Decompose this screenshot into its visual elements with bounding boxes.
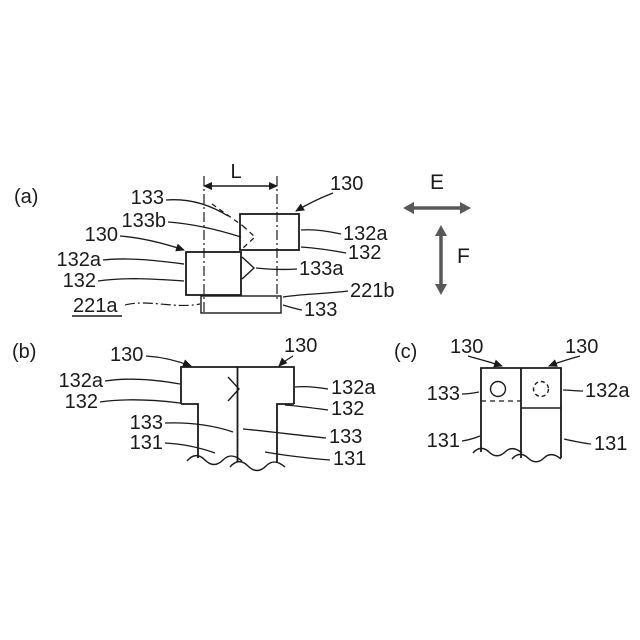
ref-label-b-132a-left: 132a xyxy=(59,370,104,392)
break-line-left xyxy=(186,454,243,466)
ref-label-133-top: 133 xyxy=(131,187,164,209)
ref-label-c-131-right: 131 xyxy=(594,433,627,455)
leader-133a xyxy=(255,267,298,271)
leader-221b xyxy=(282,290,349,298)
ref-label-132-right: 132 xyxy=(348,242,381,264)
panel-b-tag: (b) xyxy=(12,341,36,363)
ref-label-c-130-right: 130 xyxy=(565,336,598,358)
ref-label-130-right: 130 xyxy=(330,173,363,195)
ref-label-221a: 221a xyxy=(73,295,118,317)
lower-plate-rect xyxy=(185,251,242,296)
leader-c-131-right xyxy=(563,438,592,445)
ref-label-c-130-left: 130 xyxy=(450,336,483,358)
direction-arrow-e xyxy=(403,202,471,214)
ref-label-132-left: 132 xyxy=(63,270,96,292)
front-view-hole-hidden xyxy=(532,380,550,398)
leader-c-132a xyxy=(562,389,584,392)
direction-arrow-e-head-left xyxy=(403,202,414,214)
break-line-right xyxy=(229,460,286,472)
ref-label-130-left: 130 xyxy=(85,224,118,246)
leader-b-132a-right xyxy=(294,385,329,390)
dimension-arrowhead-right xyxy=(269,182,278,190)
leader-b-132-right xyxy=(284,404,329,411)
panel-a-tag: (a) xyxy=(14,186,38,208)
ref-label-b-132-right: 132 xyxy=(331,398,364,420)
leader-b-131-left xyxy=(164,442,216,454)
leader-133-bottom xyxy=(282,304,303,311)
direction-label-e: E xyxy=(430,171,444,194)
leader-b-133-left xyxy=(164,422,234,433)
ref-label-b-130-right: 130 xyxy=(284,335,317,357)
panel-c-tag: (c) xyxy=(394,341,417,363)
section-left-step xyxy=(181,403,199,458)
ref-label-133a: 133a xyxy=(299,258,344,280)
break-line-c-left xyxy=(472,447,523,457)
front-view-hole-solid xyxy=(489,380,507,398)
engagement-chevron-solid xyxy=(241,256,256,280)
leader-221a xyxy=(124,302,201,307)
ref-label-132a-right: 132a xyxy=(343,223,388,245)
direction-arrow-f-head-bottom xyxy=(435,284,447,295)
leader-133b xyxy=(167,221,242,238)
ref-label-b-133-right: 133 xyxy=(329,426,362,448)
ref-label-c-131-left: 131 xyxy=(427,430,460,452)
ref-label-221b: 221b xyxy=(350,280,395,302)
direction-arrow-f xyxy=(435,225,447,295)
direction-arrow-f-head-top xyxy=(435,225,447,236)
break-line-c-right xyxy=(511,453,562,463)
ref-label-b-133-left: 133 xyxy=(130,412,163,434)
leader-130-left xyxy=(119,235,185,252)
ref-label-b-131-right: 131 xyxy=(333,448,366,470)
leader-b-131-right xyxy=(264,451,331,461)
leader-c-131-left xyxy=(461,435,481,442)
ref-label-132a-left: 132a xyxy=(57,249,102,271)
leader-b-132-left xyxy=(99,399,181,404)
ref-label-133b: 133b xyxy=(122,210,167,232)
ref-label-b-130-left: 130 xyxy=(110,344,143,366)
panel-b: (b) 130 130 132a 132 133 131 132a 132 13… xyxy=(12,335,376,472)
leader-132-left xyxy=(97,278,185,282)
direction-arrow-e-head-right xyxy=(460,202,471,214)
panel-c: (c) 130 130 133 132a 131 131 xyxy=(394,336,630,463)
leader-b-130-left xyxy=(145,355,192,367)
leader-130-right xyxy=(295,192,334,212)
dimension-label-l: L xyxy=(230,161,241,183)
leader-132a-right xyxy=(300,229,342,235)
ref-label-b-132a-right: 132a xyxy=(331,377,376,399)
direction-label-f: F xyxy=(457,245,470,268)
ref-label-c-133: 133 xyxy=(427,383,460,405)
leader-132a-left xyxy=(102,258,185,265)
leader-c-133 xyxy=(461,391,480,395)
ref-label-c-132a: 132a xyxy=(585,380,630,402)
rear-plate-rect xyxy=(200,295,282,314)
section-engagement-chevron xyxy=(227,376,240,402)
leader-b-133-right xyxy=(242,428,327,439)
engagement-chevron-hidden xyxy=(242,225,256,249)
leader-133-top xyxy=(165,199,229,217)
leader-c-130-right xyxy=(548,355,581,367)
leader-c-130-left xyxy=(467,355,503,368)
leader-b-130-right xyxy=(278,355,294,367)
section-right-step xyxy=(276,403,294,463)
dimension-arrowhead-left xyxy=(203,182,212,190)
leader-b-132a-left xyxy=(104,378,181,385)
upper-plate-rect xyxy=(239,213,300,251)
ref-label-133-bottom: 133 xyxy=(304,299,337,321)
panel-a: (a) L 133 133b 130 132a 132 xyxy=(14,161,471,321)
ref-label-b-132-left: 132 xyxy=(65,391,98,413)
ref-label-b-131-left: 131 xyxy=(130,432,163,454)
leader-132-right xyxy=(300,246,347,254)
